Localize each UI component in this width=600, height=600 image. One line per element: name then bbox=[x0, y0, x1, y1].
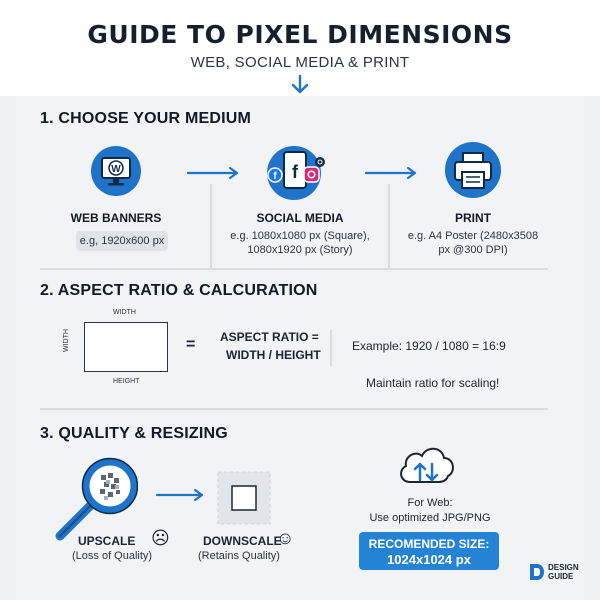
formula-line-2: WIDTH / HEIGHT bbox=[226, 348, 321, 362]
magnifier-icon bbox=[55, 457, 138, 541]
web-banners-example: e.g, 1920x600 px bbox=[76, 231, 168, 251]
design-guide-logo: DESIGN GUIDE bbox=[548, 563, 579, 581]
printer-icon bbox=[454, 152, 492, 189]
print-example-1: e.g. A4 Poster (2480x3508 bbox=[407, 230, 539, 242]
section-divider bbox=[40, 268, 548, 270]
svg-text:f: f bbox=[273, 171, 277, 182]
for-web-label: For Web: bbox=[407, 497, 453, 509]
section-3-title: 3. QUALITY & RESIZING bbox=[40, 425, 228, 442]
width-label: WIDTH bbox=[113, 309, 136, 316]
equals-sign: = bbox=[186, 336, 196, 353]
section-1-title: 1. CHOOSE YOUR MEDIUM bbox=[40, 110, 252, 127]
arrow-right-icon bbox=[364, 166, 417, 180]
happy-face-icon: ☺ bbox=[276, 528, 295, 548]
aspect-rectangle bbox=[84, 322, 168, 372]
badge-title: RECOMENDED SIZE: bbox=[368, 537, 490, 551]
web-banners-label: WEB BANNERS bbox=[70, 211, 162, 225]
height-label: HEIGHT bbox=[113, 378, 140, 385]
web-icon-letter: W bbox=[111, 164, 121, 175]
ratio-note: Maintain ratio for scaling! bbox=[366, 376, 500, 390]
for-web-format: Use optimized JPG/PNG bbox=[369, 512, 491, 524]
social-media-example-1: e.g. 1080x1080 px (Square), bbox=[230, 230, 370, 242]
width-side-label: WIDTH bbox=[63, 329, 70, 352]
arrow-right-icon bbox=[155, 488, 204, 502]
downscale-label: DOWNSCALE bbox=[203, 534, 282, 548]
recommended-size-badge: RECOMENDED SIZE: 1024x1024 px bbox=[359, 532, 499, 570]
aspect-example: Example: 1920 / 1080 = 16:9 bbox=[352, 339, 506, 353]
social-media-label: SOCIAL MEDIA bbox=[256, 211, 344, 225]
upscale-note: (Loss of Quality) bbox=[72, 550, 153, 562]
logo-line-2: GUIDE bbox=[548, 572, 574, 581]
downscale-icon bbox=[217, 471, 271, 525]
print-label: PRINT bbox=[455, 211, 491, 225]
upscale-label: UPSCALE bbox=[78, 534, 136, 548]
formula-line-1: ASPECT RATIO = bbox=[220, 330, 319, 344]
arrow-right-icon bbox=[186, 166, 239, 180]
divider bbox=[210, 184, 212, 268]
downscale-note: (Retains Quality) bbox=[198, 550, 280, 562]
social-media-icon: f f bbox=[267, 151, 325, 189]
down-arrow-icon bbox=[291, 74, 309, 94]
badge-size: 1024x1024 px bbox=[387, 552, 471, 567]
page-title: GUIDE TO PIXEL DIMENSIONS bbox=[87, 20, 513, 49]
cloud-transfer-icon bbox=[400, 447, 454, 483]
logo-line-1: DESIGN bbox=[548, 563, 579, 572]
section-2-title: 2. ASPECT RATIO & CALCURATION bbox=[40, 282, 318, 299]
divider bbox=[330, 330, 332, 366]
page-subtitle: WEB, SOCIAL MEDIA & PRINT bbox=[190, 54, 410, 71]
monitor-icon: W bbox=[101, 157, 131, 186]
design-guide-logo-icon bbox=[530, 564, 544, 580]
section-divider bbox=[40, 408, 548, 410]
social-media-example-2: 1080x1920 px (Story) bbox=[247, 244, 353, 256]
divider bbox=[388, 184, 390, 268]
sad-face-icon: ☹ bbox=[151, 528, 170, 548]
print-example-2: px @300 DPI) bbox=[438, 244, 508, 256]
svg-text:f: f bbox=[292, 162, 299, 182]
